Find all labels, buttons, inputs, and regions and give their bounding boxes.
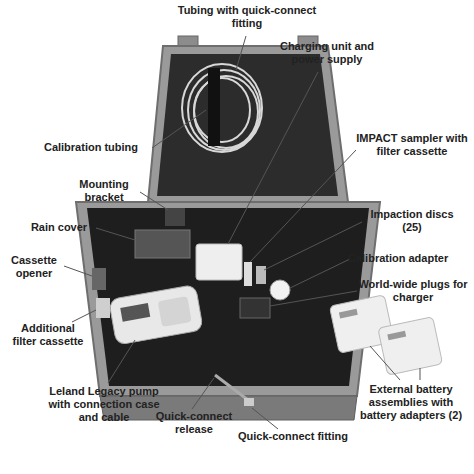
callout-label: Calibration adapter xyxy=(348,252,472,265)
tubing-coil xyxy=(182,64,262,152)
charging-unit xyxy=(196,244,242,280)
callout-label: Charging unit and power supply xyxy=(268,40,386,66)
filter-cassette xyxy=(96,298,110,318)
callout-label: Cassette opener xyxy=(4,254,64,280)
callout-label: Rain cover xyxy=(20,221,98,234)
callout-label: Impaction discs (25) xyxy=(364,208,460,234)
callout-label: World-wide plugs for charger xyxy=(356,278,470,304)
mounting-bracket xyxy=(165,208,185,226)
callout-label: Leland Legacy pump with connection case … xyxy=(46,385,162,424)
callout-label: Additional filter cassette xyxy=(8,322,88,348)
impact-sampler xyxy=(244,262,252,286)
callout-label: Mounting bracket xyxy=(66,178,142,204)
cassette-opener xyxy=(92,268,106,290)
impaction-discs xyxy=(256,266,266,284)
callout-label: Quick-connect fitting xyxy=(228,430,358,443)
pump xyxy=(109,285,204,346)
case-base xyxy=(76,202,380,396)
quick-connect-fitting xyxy=(244,398,254,406)
rain-cover xyxy=(135,230,190,258)
calibration-adapter xyxy=(270,280,290,300)
case-lid xyxy=(148,46,348,202)
calibration-tubing xyxy=(208,68,220,146)
base-foam xyxy=(87,208,369,386)
callout-label: Tubing with quick-connect fitting xyxy=(172,4,322,30)
callout-label: External battery assemblies with battery… xyxy=(350,383,472,422)
callout-label: Calibration tubing xyxy=(28,141,154,154)
quick-connect-hose xyxy=(215,375,248,400)
leader-lines xyxy=(64,36,420,429)
world-plugs xyxy=(240,298,270,318)
callout-label: Quick-connect release xyxy=(150,410,238,436)
callout-label: IMPACT sampler with filter cassette xyxy=(354,132,470,158)
